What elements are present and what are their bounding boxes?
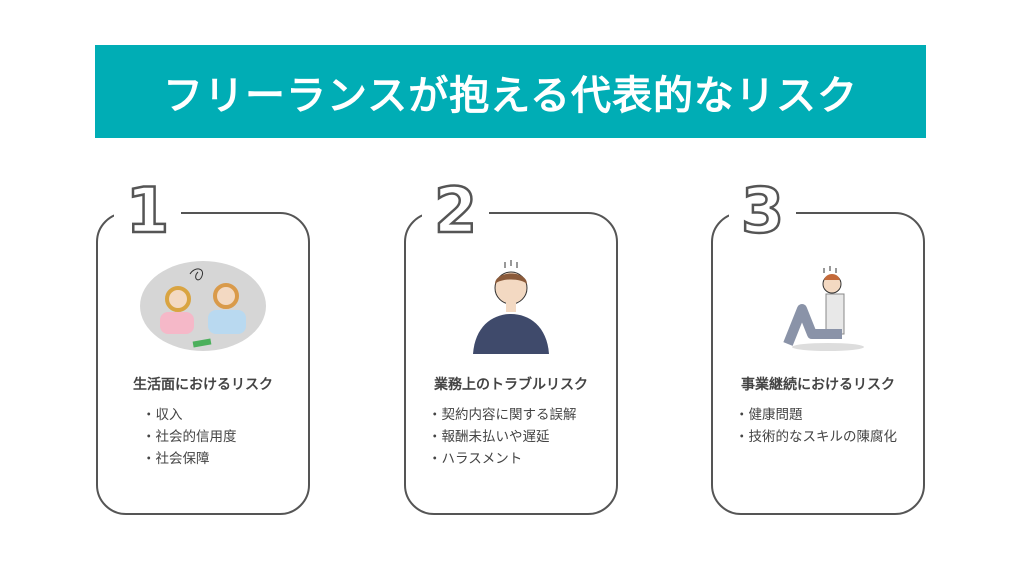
risk-list: 収入 社会的信用度 社会保障 [142,404,237,470]
risk-card-2: 2 業務上のトラブルリスク 契約内容に関する誤解 報酬未払いや遅延 ハラスメント [404,174,618,515]
troubled-man-illustration [406,254,616,354]
sitting-man-illustration [713,254,923,354]
page-title: フリーランスが抱える代表的なリスク [163,72,858,119]
card-number: 3 [729,174,797,247]
card-title: 業務上のトラブルリスク [434,377,588,393]
risk-card-1: 1 生活面におけるリスク 収入 社会的信用度 社会保障 [96,174,310,515]
list-item: 収入 [142,404,237,426]
card-number: 2 [422,174,490,247]
card-title: 生活面におけるリスク [133,377,273,393]
risk-list: 健康問題 技術的なスキルの陳腐化 [735,404,898,448]
list-item: 健康問題 [735,404,897,426]
risk-card-3: 3 事業継続におけるリスク 健康問題 技術的なスキルの陳腐化 [711,174,925,515]
card-title: 事業継続におけるリスク [741,377,895,393]
list-item: 社会保障 [142,448,237,470]
risk-list: 契約内容に関する誤解 報酬未払いや遅延 ハラスメント [428,404,577,470]
title-banner: フリーランスが抱える代表的なリスク [95,45,926,138]
list-item: ハラスメント [428,448,577,470]
list-item: 報酬未払いや遅延 [428,426,577,448]
list-item: 契約内容に関する誤解 [428,404,577,426]
list-item: 技術的なスキルの陳腐化 [735,426,898,448]
card-number: 1 [114,174,182,247]
list-item: 社会的信用度 [142,426,237,448]
worried-couple-illustration [98,254,308,354]
